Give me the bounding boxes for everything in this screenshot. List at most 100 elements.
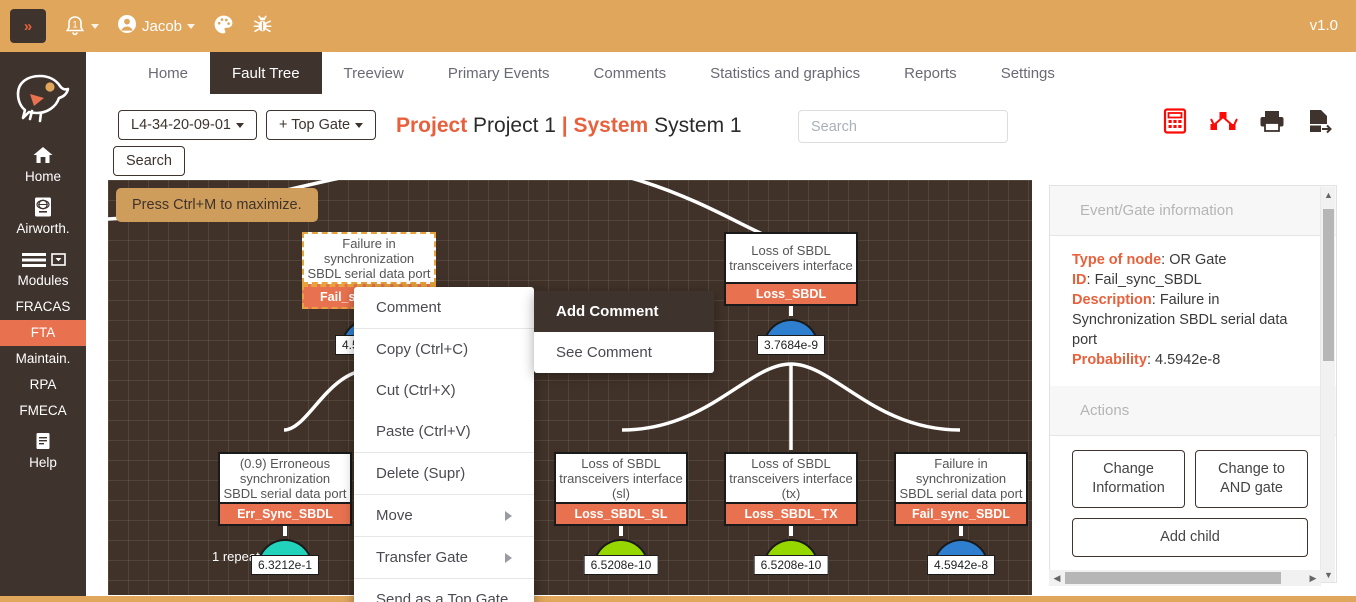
gate-probability: 3.7684e-9 [756,335,826,355]
palette-icon [213,14,234,39]
submenu-item-see-comment[interactable]: See Comment [534,332,714,373]
sidebar-item-home[interactable]: Home [0,138,86,190]
node-description: Loss of SBDL transceivers interface (tx) [724,452,858,504]
add-child-button[interactable]: Add child [1072,518,1308,557]
repeat-count-label: 1 repeat [212,549,260,564]
sidebar-item-fmeca[interactable]: FMECA [0,398,86,424]
app-logo [0,52,86,138]
search-input[interactable] [798,110,1008,143]
sidebar-item-fracas[interactable]: FRACAS [0,294,86,320]
search-button[interactable]: Search [113,146,185,176]
tab-home[interactable]: Home [148,64,189,82]
ata-chapter-dropdown[interactable]: L4-34-20-09-01 [118,110,257,140]
bird-logo-icon [10,68,76,129]
tree-node-fail-sync-leaf[interactable]: Failure in synchronization SBDL serial d… [894,452,1028,536]
tree-node-loss-sbdl[interactable]: Loss of SBDL transceivers interface Loss… [724,232,858,316]
fault-tree-toolbar: L4-34-20-09-01 + Top Gate Search Project… [86,94,1356,180]
title-separator: | [561,114,568,137]
user-name-label: Jacob [142,17,183,35]
gate-basic-loss-sbdl-tx[interactable]: 6.5208e-10 [753,539,829,575]
tab-primary-events[interactable]: Primary Events [447,64,550,82]
node-context-menu: Comment Copy (Ctrl+C) Cut (Ctrl+X) Paste… [354,287,534,602]
panel-horizontal-scrollbar[interactable]: ◀ ▶ [1049,570,1321,586]
detail-description-value: Failure in Synchronization SBDL serial d… [1072,292,1288,348]
context-menu-item-comment[interactable]: Comment [354,287,534,328]
tab-fault-tree[interactable]: Fault Tree [210,52,322,94]
scroll-left-arrow-icon[interactable]: ◀ [1053,572,1061,583]
add-top-gate-dropdown[interactable]: + Top Gate [266,110,377,140]
sidebar-item-help[interactable]: Help [0,424,86,476]
tab-comments[interactable]: Comments [593,64,667,82]
gate-or-fail-sync-leaf[interactable]: 4.5942e-8 [926,539,996,575]
context-menu-item-paste[interactable]: Paste (Ctrl+V) [354,411,534,452]
context-menu-item-copy[interactable]: Copy (Ctrl+C) [354,329,534,370]
change-information-button[interactable]: Change Information [1072,450,1185,508]
scroll-up-arrow-icon[interactable]: ▲ [1324,190,1333,200]
chevron-down-icon [187,23,196,29]
context-menu-item-move[interactable]: Move [354,495,534,536]
bug-icon [252,14,273,39]
tab-treeview[interactable]: Treeview [343,64,404,82]
node-description: Failure in synchronization SBDL serial d… [302,232,436,284]
sidebar-item-label: RPA [29,377,57,392]
passport-globe-icon [33,195,53,219]
tree-node-err-sync-sbdl[interactable]: (0.9) Erroneous synchronization SBDL ser… [218,452,352,536]
context-menu-item-transfer-gate[interactable]: Transfer Gate [354,537,534,578]
node-description: Loss of SBDL transceivers interface [724,232,858,284]
detail-id-value: Fail_sync_SBDL [1094,272,1202,288]
submenu-item-add-comment[interactable]: Add Comment [534,291,714,332]
notifications-button[interactable]: 1 [64,14,99,38]
tree-node-loss-sbdl-tx[interactable]: Loss of SBDL transceivers interface (tx)… [724,452,858,536]
detail-probability-label: Probability [1072,352,1147,368]
tree-node-loss-sbdl-sl[interactable]: Loss of SBDL transceivers interface (sl)… [554,452,688,536]
change-to-and-gate-button[interactable]: Change to AND gate [1195,450,1308,508]
node-tag: Loss_SBDL [724,284,858,306]
home-icon [32,143,54,167]
tab-settings[interactable]: Settings [1000,64,1055,82]
scroll-down-arrow-icon[interactable]: ▼ [1324,570,1333,580]
actions-button-group: Change Information Change to AND gate Ad… [1050,436,1336,571]
theme-button[interactable] [213,14,234,39]
node-description: Loss of SBDL transceivers interface (sl) [554,452,688,504]
sidebar-item-label: FRACAS [15,299,71,314]
gate-probability: 4.5942e-8 [926,555,996,575]
notification-count: 1 [72,20,77,30]
sidebar-item-label: Airworth. [16,221,70,236]
export-file-icon[interactable] [1306,108,1332,134]
tab-reports[interactable]: Reports [904,64,957,82]
panel-vertical-scrollbar[interactable]: ▲ ▼ [1320,187,1335,582]
book-icon [33,429,53,453]
sidebar-item-fta[interactable]: FTA [0,320,86,346]
context-menu-item-delete[interactable]: Delete (Supr) [354,453,534,494]
sidebar-item-label: Maintain. [15,351,71,366]
gate-basic-loss-sbdl-sl[interactable]: 6.5208e-10 [583,539,659,575]
printer-icon[interactable] [1258,109,1286,133]
context-menu-item-send-as-top-gate[interactable]: Send as a Top Gate [354,579,534,602]
tab-statistics-and-graphics[interactable]: Statistics and graphics [710,64,861,82]
context-menu-label: Copy (Ctrl+C) [376,341,469,358]
detail-description-label: Description [1072,292,1152,308]
sidebar-toggle-button[interactable]: » [10,9,46,43]
chevron-down-icon [91,23,99,29]
vertical-scroll-thumb[interactable] [1323,209,1334,361]
fault-tree-canvas[interactable]: Press Ctrl+M to maximize. Failure in syn… [108,180,1032,595]
context-menu-item-cut[interactable]: Cut (Ctrl+X) [354,370,534,411]
scroll-right-arrow-icon[interactable]: ▶ [1309,572,1317,583]
chevrons-right-icon: » [23,17,33,35]
sidebar-item-rpa[interactable]: RPA [0,372,86,398]
tree-network-icon[interactable] [1208,108,1238,134]
page-title: Project Project 1 | System System 1 [396,114,742,138]
report-bug-button[interactable] [252,14,273,39]
calculator-icon[interactable] [1162,108,1188,134]
sidebar-item-label: FMECA [19,403,67,418]
sidebar-item-airworthiness[interactable]: Airworth. [0,190,86,242]
horizontal-scroll-thumb[interactable] [1065,572,1281,584]
gate-basic-err-sync-sbdl[interactable]: 6.3212e-1 [250,539,320,575]
sidebar-item-maintenance[interactable]: Maintain. [0,346,86,372]
user-menu-button[interactable]: Jacob [117,14,196,38]
node-stem [789,306,793,316]
sidebar-item-modules[interactable]: Modules [0,242,86,294]
sidebar-item-label: Home [24,169,61,184]
gate-probability: 6.3212e-1 [250,555,320,575]
gate-or-loss-sbdl[interactable]: 3.7684e-9 [756,319,826,355]
